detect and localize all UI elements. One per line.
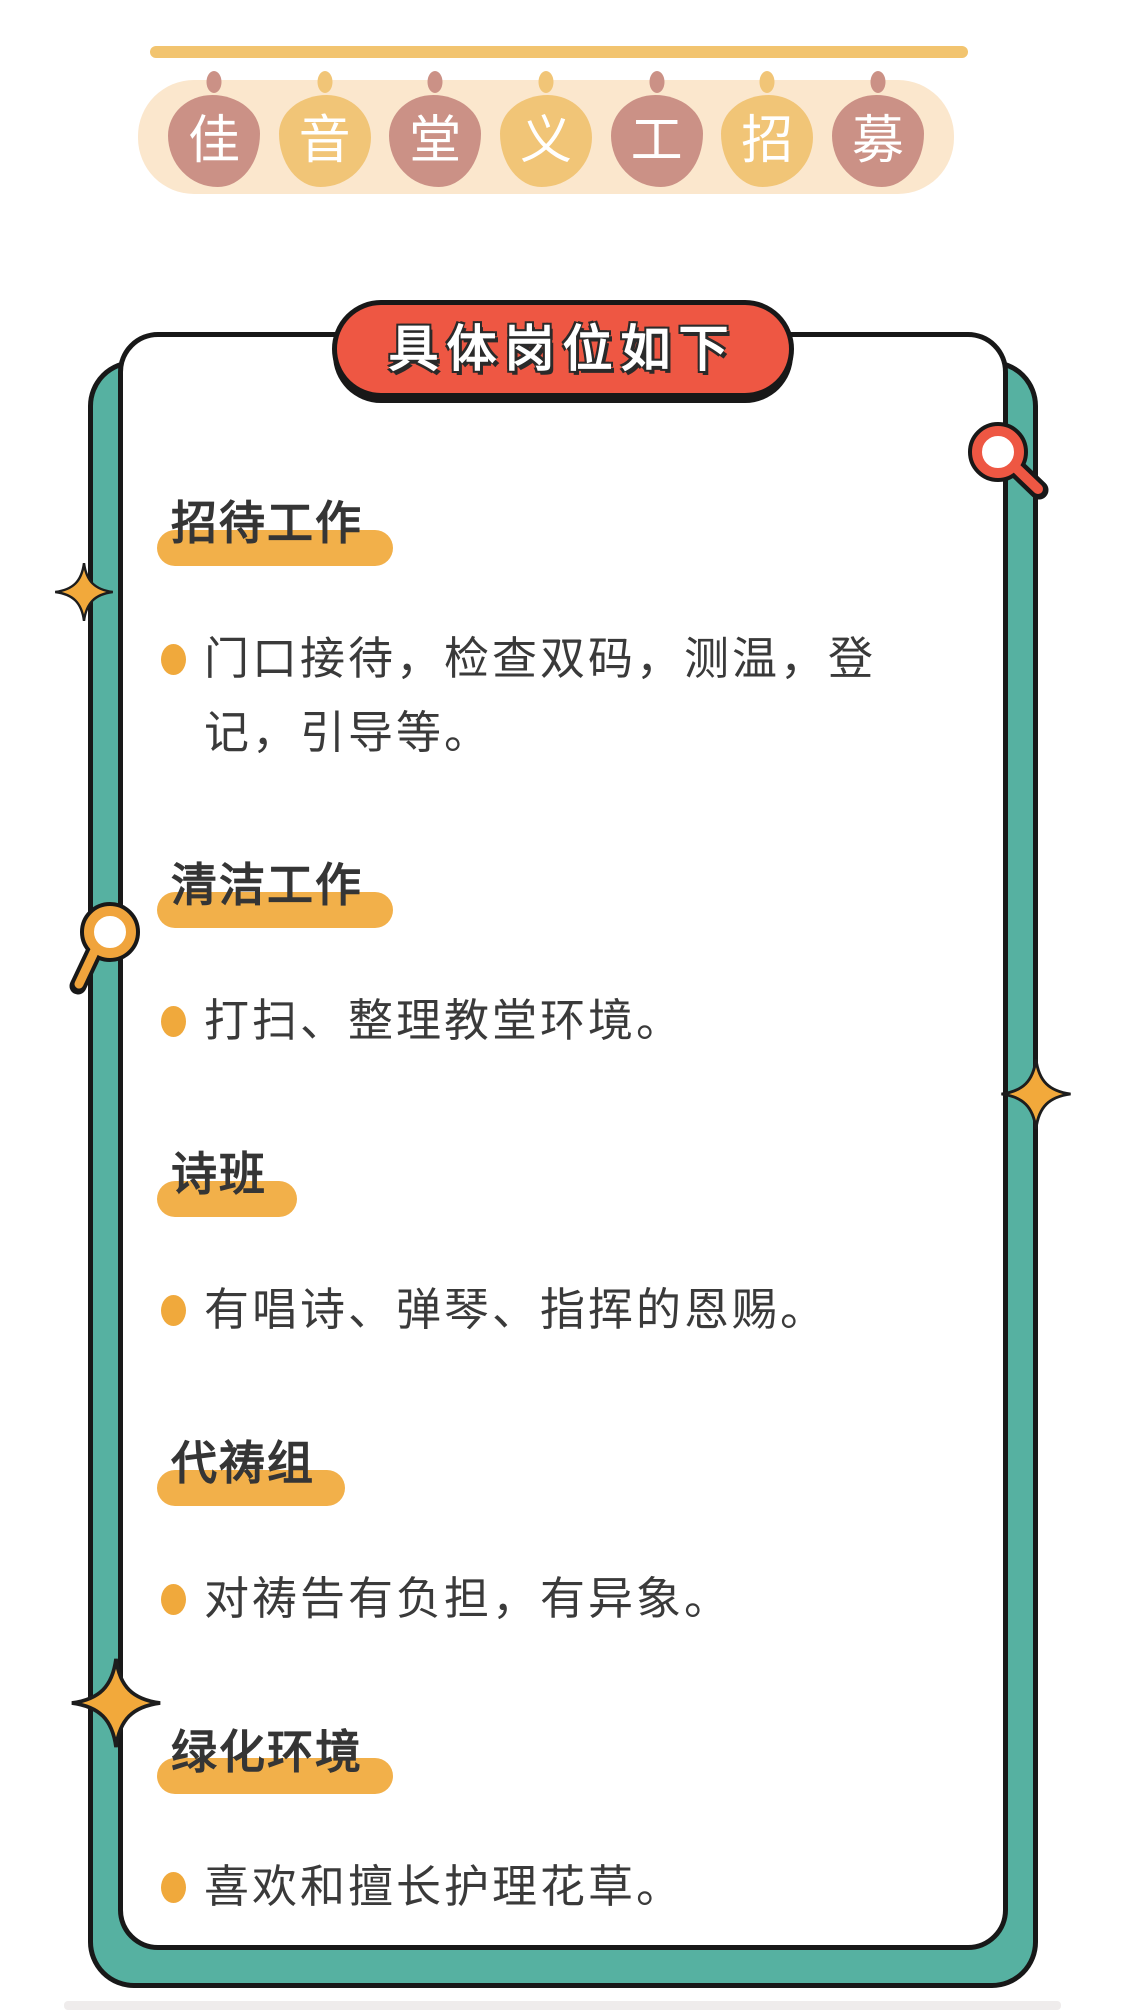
title-highlight-pill bbox=[157, 1469, 345, 1506]
title-char-blob: 招 bbox=[721, 71, 814, 187]
title-highlight-pill bbox=[157, 529, 393, 566]
title-char-blob: 堂 bbox=[389, 71, 482, 187]
bullet-item: 打扫、整理教堂环境。 bbox=[159, 984, 963, 1058]
title-char: 招 bbox=[741, 112, 794, 170]
magnifier-icon bbox=[56, 894, 152, 998]
section-title-text: 诗班 bbox=[171, 1148, 267, 1201]
section-banner: 具体岗位如下 bbox=[331, 300, 794, 398]
job-section-prayer: 代祷组 对祷告有负担，有异象。 bbox=[157, 1436, 963, 1636]
title-highlight-pill bbox=[157, 1758, 393, 1795]
title-char: 工 bbox=[630, 112, 683, 170]
section-title-text: 清洁工作 bbox=[171, 859, 363, 912]
section-title: 代祷组 bbox=[157, 1436, 345, 1506]
bullet-dot-icon bbox=[161, 1006, 186, 1038]
bullet-text: 喜欢和擅长护理花草。 bbox=[204, 1861, 685, 1913]
bullet-item: 有唱诗、弹琴、指挥的恩赐。 bbox=[159, 1273, 963, 1347]
blob-dot-icon bbox=[427, 71, 443, 93]
title-char-blob: 佳 bbox=[168, 71, 260, 187]
section-title: 绿化环境 bbox=[157, 1725, 393, 1795]
job-section-gardening: 绿化环境 喜欢和擅长护理花草。 bbox=[157, 1725, 963, 1925]
title-char-blob: 义 bbox=[499, 71, 592, 187]
job-section-reception: 招待工作 门口接待，检查双码，测温，登记，引导等。 bbox=[157, 497, 963, 770]
bullet-text: 门口接待，检查双码，测温，登记，引导等。 bbox=[204, 632, 877, 758]
bullet-text: 有唱诗、弹琴、指挥的恩赐。 bbox=[204, 1284, 829, 1336]
blob-dot-icon bbox=[759, 71, 775, 93]
title-char-blob: 音 bbox=[278, 71, 371, 187]
title-char-blob: 募 bbox=[831, 71, 924, 187]
section-title-text: 绿化环境 bbox=[171, 1725, 363, 1778]
bullet-item: 对祷告有负担，有异象。 bbox=[159, 1562, 963, 1636]
title-highlight-pill bbox=[157, 892, 393, 929]
bullet-dot-icon bbox=[161, 643, 186, 675]
sparkle-icon bbox=[54, 558, 114, 626]
section-banner-label: 具体岗位如下 bbox=[388, 321, 737, 377]
bullet-dot-icon bbox=[161, 1872, 186, 1904]
bullet-text: 打扫、整理教堂环境。 bbox=[204, 995, 685, 1047]
bullet-text: 对祷告有负担，有异象。 bbox=[204, 1572, 733, 1624]
blob-dot-icon bbox=[649, 71, 665, 93]
title-char: 音 bbox=[298, 112, 351, 170]
section-title: 诗班 bbox=[157, 1148, 297, 1218]
title-char: 募 bbox=[851, 112, 904, 170]
bullet-dot-icon bbox=[161, 1583, 186, 1615]
bullet-item: 喜欢和擅长护理花草。 bbox=[159, 1850, 963, 1924]
content-card: 招待工作 门口接待，检查双码，测温，登记，引导等。 清洁工作 打扫、整理教堂环境… bbox=[118, 332, 1008, 1950]
section-title-text: 代祷组 bbox=[171, 1436, 315, 1489]
header-gold-line bbox=[150, 46, 968, 58]
title-char: 佳 bbox=[187, 112, 240, 170]
sparkle-icon bbox=[70, 1648, 162, 1758]
title-highlight-pill bbox=[157, 1181, 297, 1218]
bullet-item: 门口接待，检查双码，测温，登记，引导等。 bbox=[159, 622, 963, 770]
job-section-cleaning: 清洁工作 打扫、整理教堂环境。 bbox=[157, 859, 963, 1058]
section-title: 清洁工作 bbox=[157, 859, 393, 929]
header-title-banner: 佳 音 堂 义 工 招 募 bbox=[138, 71, 954, 194]
bullet-dot-icon bbox=[161, 1295, 186, 1327]
title-char: 义 bbox=[519, 112, 572, 170]
blob-dot-icon bbox=[206, 71, 222, 93]
job-section-choir: 诗班 有唱诗、弹琴、指挥的恩赐。 bbox=[157, 1148, 963, 1347]
title-char-blob: 工 bbox=[610, 71, 703, 187]
section-title-text: 招待工作 bbox=[171, 497, 363, 549]
sparkle-icon bbox=[1000, 1053, 1072, 1135]
blob-dot-icon bbox=[538, 71, 554, 93]
blob-dot-icon bbox=[870, 71, 886, 93]
section-title: 招待工作 bbox=[157, 497, 393, 566]
bottom-strip-decoration bbox=[64, 2001, 1061, 2010]
blob-dot-icon bbox=[317, 71, 333, 93]
magnifier-icon bbox=[956, 414, 1056, 508]
title-char: 堂 bbox=[409, 112, 462, 170]
